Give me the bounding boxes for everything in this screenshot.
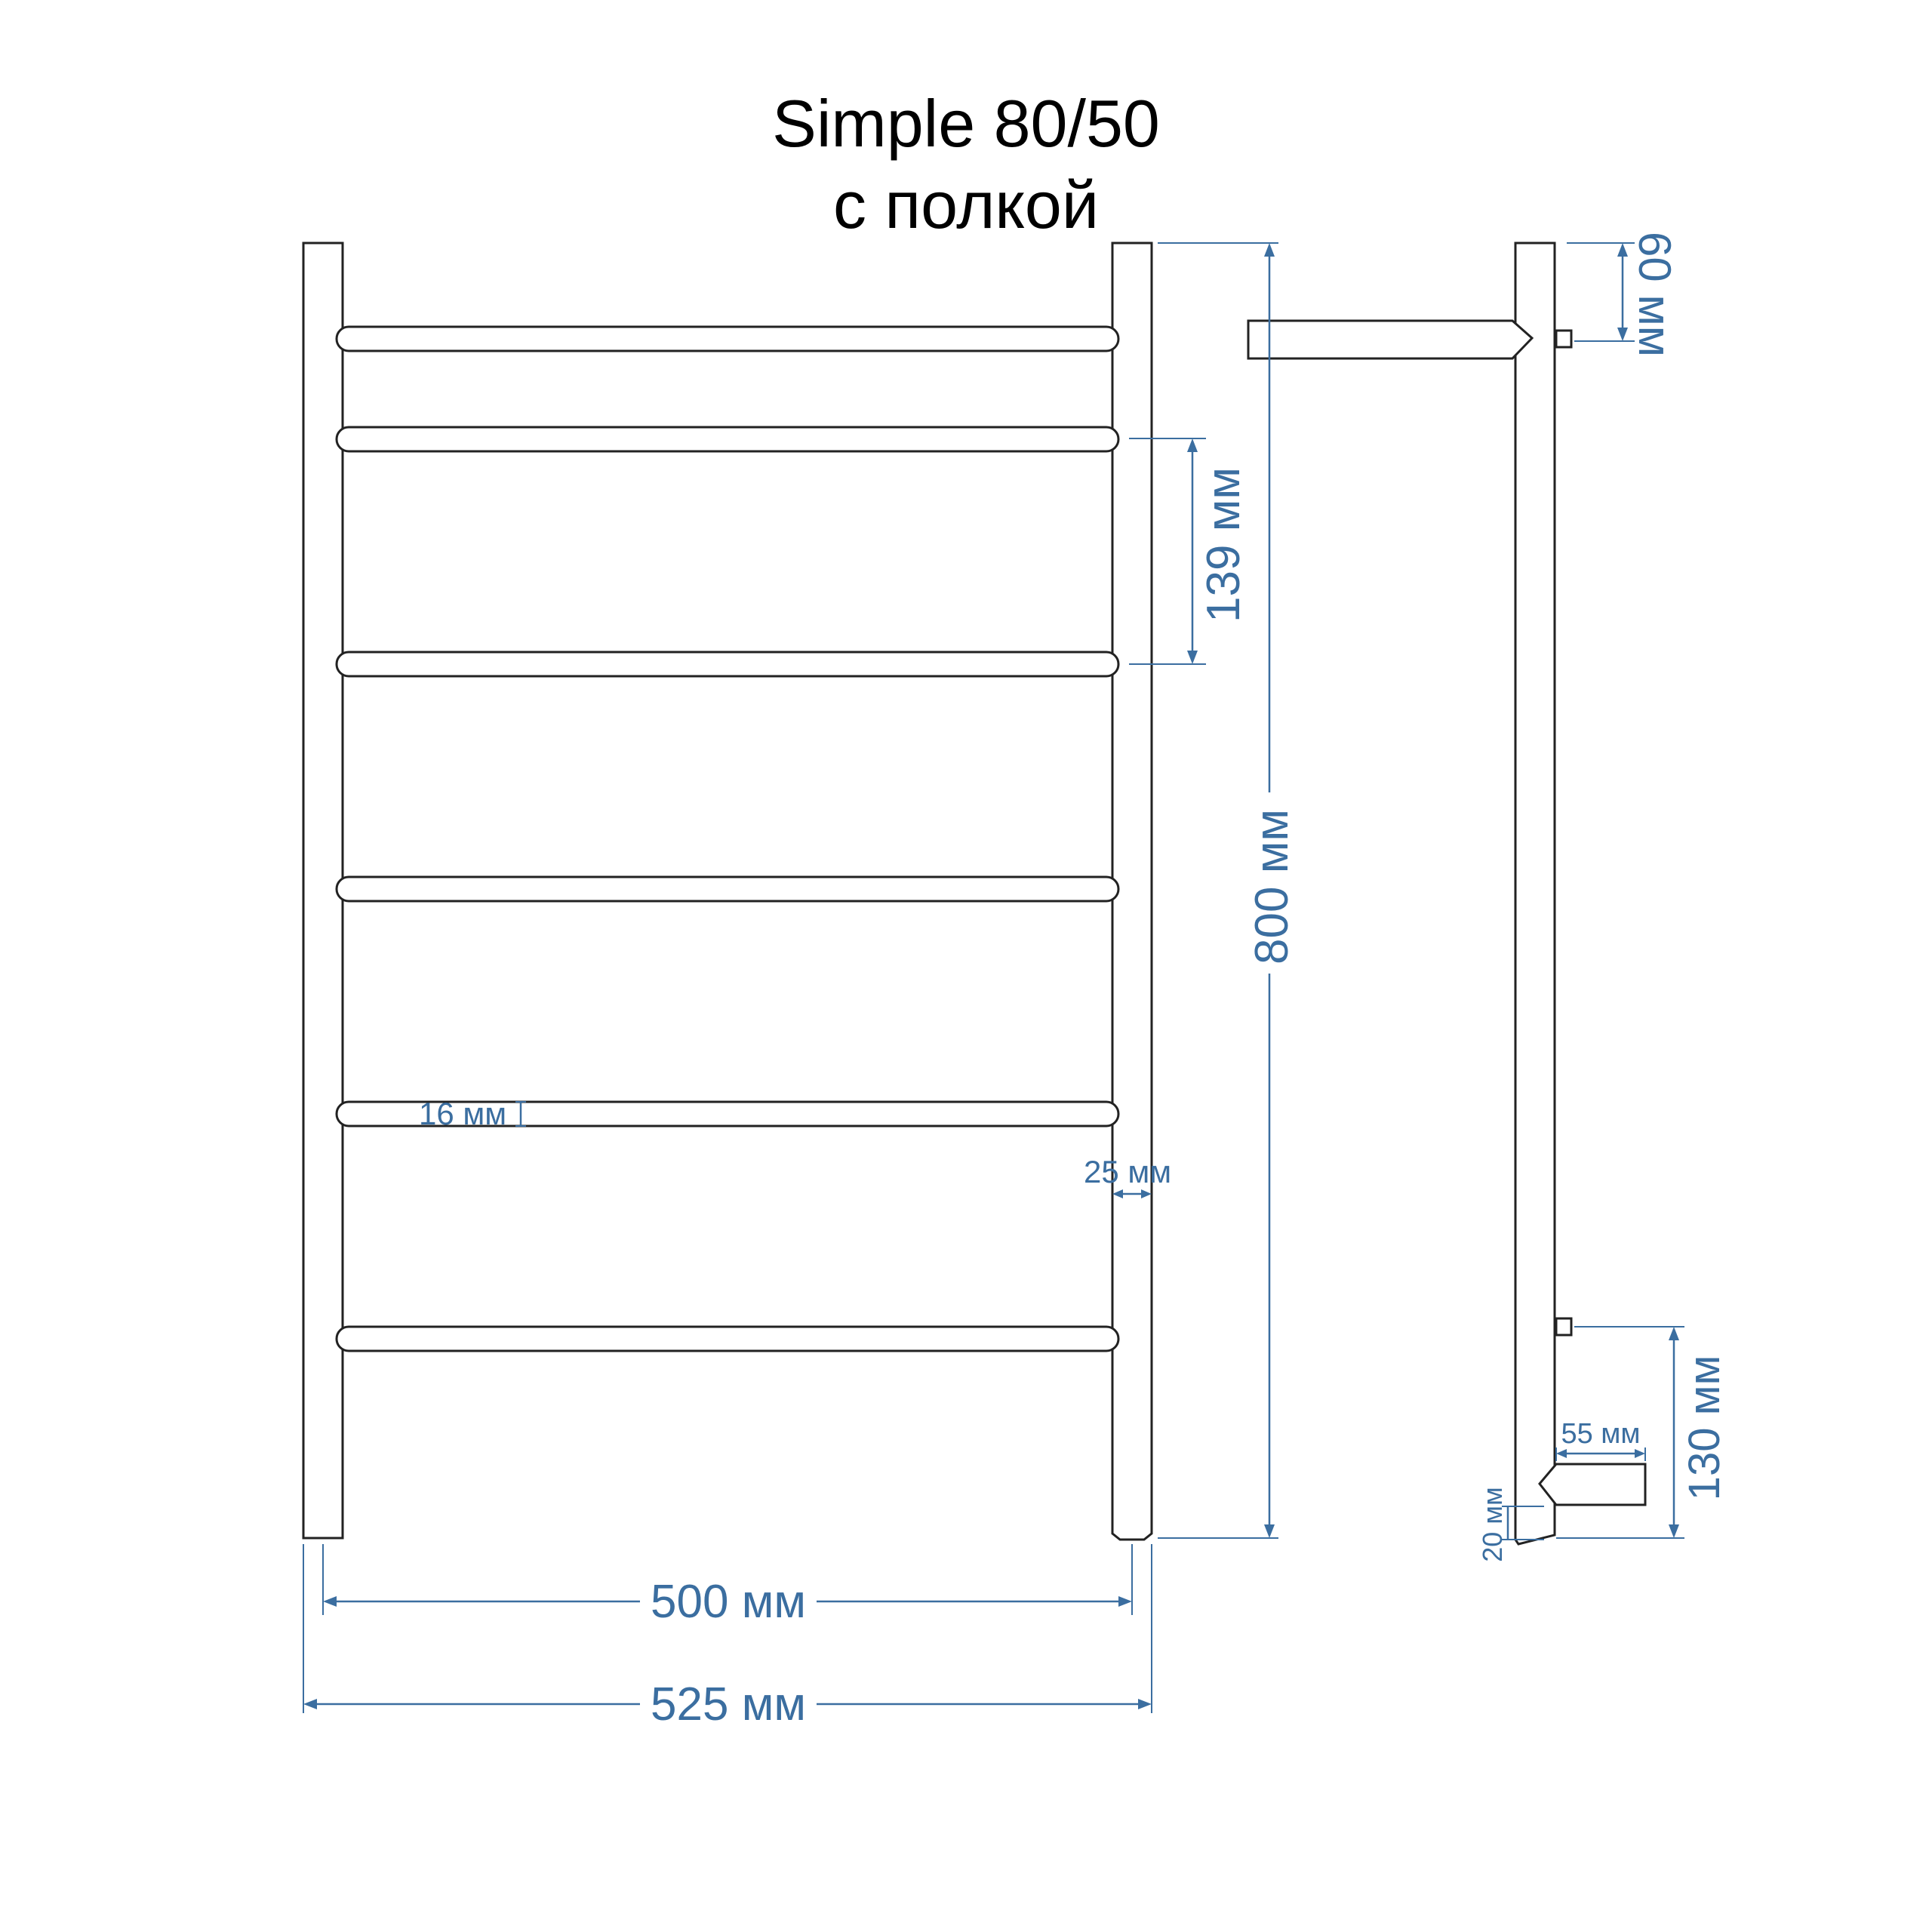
dim-post-width: 25 мм bbox=[1084, 1154, 1171, 1189]
dimension-shelf-offset: 60 мм bbox=[1567, 232, 1680, 357]
bottom-wall-mount bbox=[1555, 1317, 1573, 1337]
dimension-outer-width: 525 мм bbox=[303, 1544, 1152, 1730]
side-post bbox=[1514, 242, 1556, 1546]
dimension-rung-diameter: 16 мм bbox=[419, 1096, 526, 1131]
dim-outer-width: 525 мм bbox=[651, 1678, 806, 1730]
dimension-inner-width: 500 мм bbox=[322, 1544, 1133, 1628]
dimension-mount-depth: 55 мм bbox=[1555, 1418, 1646, 1461]
dim-shelf-offset: 60 мм bbox=[1629, 232, 1680, 357]
dim-bottom-mount-offset: 130 мм bbox=[1680, 1355, 1729, 1501]
rung bbox=[335, 426, 1120, 453]
bottom-bracket bbox=[1538, 1463, 1647, 1506]
dimension-cap-height: 20 мм bbox=[1477, 1487, 1544, 1562]
dim-rung-spacing: 139 мм bbox=[1198, 467, 1250, 623]
dim-inner-width: 500 мм bbox=[651, 1576, 806, 1628]
rung bbox=[335, 1325, 1120, 1352]
dim-cap-height: 20 мм bbox=[1477, 1487, 1508, 1562]
dimension-post-width: 25 мм bbox=[1084, 1154, 1171, 1198]
dimension-total-height: 800 мм bbox=[1158, 242, 1298, 1539]
dimension-bottom-mount: 130 мм bbox=[1556, 1326, 1729, 1539]
top-wall-mount bbox=[1555, 329, 1573, 349]
rung bbox=[335, 325, 1120, 352]
dim-mount-depth: 55 мм bbox=[1561, 1418, 1640, 1450]
dimension-rung-spacing: 139 мм bbox=[1129, 438, 1250, 665]
front-view bbox=[302, 242, 1153, 1541]
rung bbox=[335, 651, 1120, 678]
rung bbox=[335, 875, 1120, 903]
right-post bbox=[1111, 242, 1153, 1541]
rung bbox=[335, 1100, 1120, 1128]
drawing-subtitle: с полкой bbox=[832, 168, 1100, 242]
side-view bbox=[1247, 242, 1647, 1546]
dim-rung-diameter: 16 мм bbox=[419, 1096, 506, 1131]
dim-total-height: 800 мм bbox=[1246, 809, 1298, 964]
drawing-title: Simple 80/50 bbox=[772, 86, 1160, 161]
shelf-profile bbox=[1247, 319, 1534, 360]
